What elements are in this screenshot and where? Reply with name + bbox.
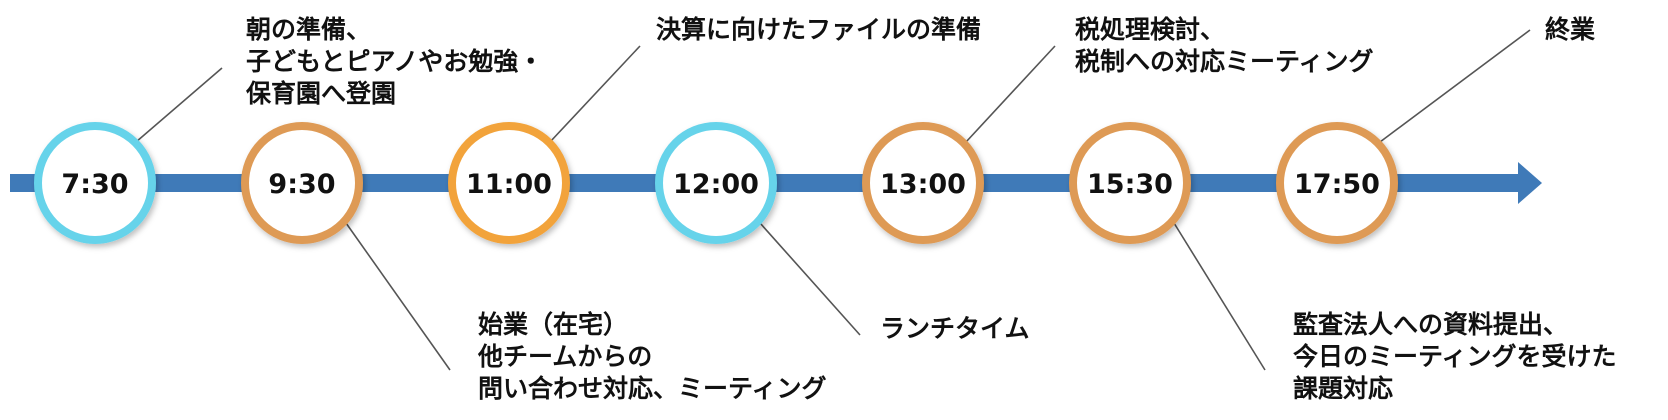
event-caption-line: 税処理検討、 [1075,15,1226,44]
time-node: 17:50 [1276,122,1398,244]
event-caption-line: 監査法人への資料提出、 [1293,310,1569,339]
time-label: 13:00 [880,169,966,200]
event-caption-line: 終業 [1545,15,1596,44]
event-caption: ランチタイム [880,313,1030,345]
event-caption-line: 課題対応 [1293,374,1394,403]
event-caption-line: 子どもとピアノやお勉強・ [246,47,544,76]
leader-line [759,222,861,336]
event-caption-line: 他チームからの [478,342,653,371]
event-caption: 終業 [1545,14,1595,46]
time-node: 15:30 [1069,122,1191,244]
time-label: 12:00 [673,169,759,200]
leader-line [549,45,641,143]
leader-line [1173,222,1266,371]
event-caption-line: 始業（在宅） [478,310,629,339]
leader-line [135,67,223,143]
timeline-arrowhead [1518,162,1542,204]
event-caption: 監査法人への資料提出、今日のミーティングを受けた課題対応 [1293,309,1617,405]
time-node: 13:00 [862,122,984,244]
time-label: 17:50 [1294,169,1380,200]
event-caption: 決算に向けたファイルの準備 [656,14,981,46]
event-caption: 始業（在宅） 他チームからの問い合わせ対応、ミーティング [478,309,827,405]
time-label: 15:30 [1087,169,1173,200]
time-nodes: 7:30 9:30 11:00 12:00 13:00 15:30 17:50 [34,122,1398,244]
time-label: 7:30 [61,169,128,200]
time-label: 11:00 [466,169,552,200]
time-node-ring [1069,122,1191,244]
event-caption-line: 税制への対応ミーティング [1075,47,1374,76]
time-label: 9:30 [268,169,335,200]
event-caption-line: 朝の準備、 [246,15,372,44]
event-caption-line: 今日のミーティングを受けた [1293,342,1617,371]
time-node-ring [34,122,156,244]
leader-line [965,45,1056,143]
time-node-ring [448,122,570,244]
event-caption: 税処理検討、税制への対応ミーティング [1075,14,1374,78]
time-node-ring [655,122,777,244]
leader-line [1379,29,1531,143]
event-caption-line: ランチタイム [880,314,1030,343]
leader-line [345,222,451,371]
leader-lines [135,29,1531,371]
time-node-ring [862,122,984,244]
time-node: 7:30 [34,122,156,244]
time-node: 11:00 [448,122,570,244]
time-node: 9:30 [241,122,363,244]
event-caption-line: 問い合わせ対応、ミーティング [478,374,827,403]
event-caption: 朝の準備、子どもとピアノやお勉強・保育園へ登園 [246,14,543,110]
event-caption-line: 保育園へ登園 [246,79,397,108]
event-caption-line: 決算に向けたファイルの準備 [656,15,982,44]
time-node-ring [241,122,363,244]
time-node: 12:00 [655,122,777,244]
time-node-ring [1276,122,1398,244]
